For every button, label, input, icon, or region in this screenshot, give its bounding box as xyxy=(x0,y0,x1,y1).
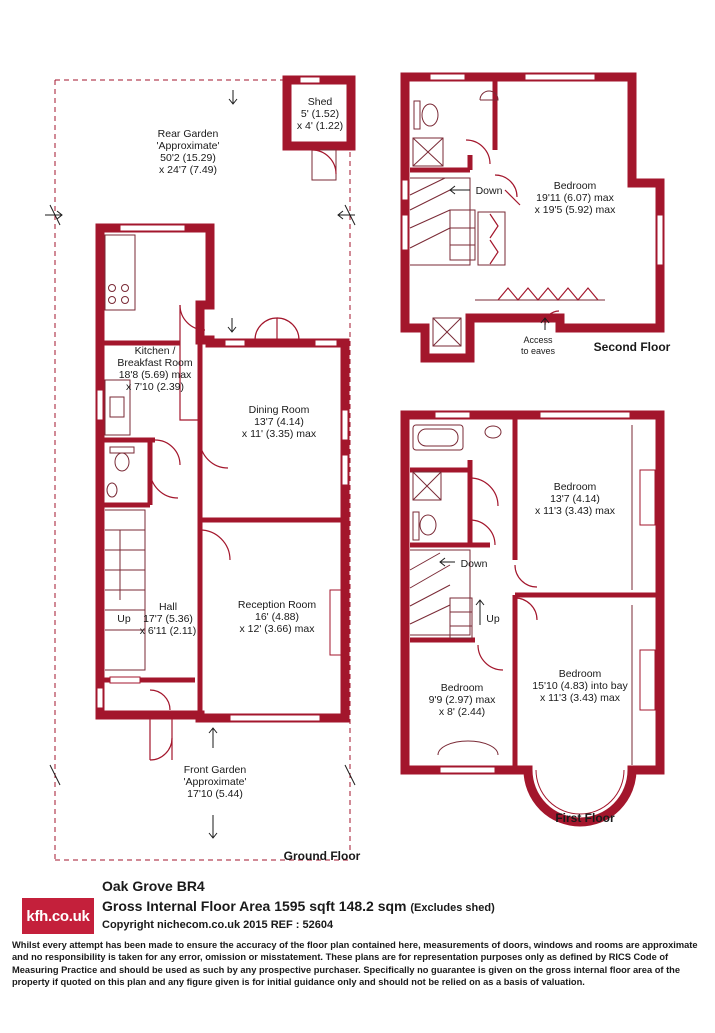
ff-down-label: Down xyxy=(461,558,488,570)
rear-garden-name: Rear Garden xyxy=(158,128,219,140)
dining-name: Dining Room xyxy=(249,404,310,416)
front-garden-dim1: 17'10 (5.44) xyxy=(187,788,243,800)
second-floor-plan xyxy=(400,72,665,363)
kitchen-name2: Breakfast Room xyxy=(117,357,193,369)
reception-dim2: x 12' (3.66) max xyxy=(240,623,316,635)
second-floor-label: Second Floor xyxy=(594,340,671,354)
first-floor-plan xyxy=(400,410,665,827)
reception-dim1: 16' (4.88) xyxy=(255,611,299,623)
reception-name: Reception Room xyxy=(238,599,316,611)
shed-dim2: x 4' (1.22) xyxy=(297,120,343,132)
ground-floor-plan xyxy=(45,75,356,861)
kitchen-name1: Kitchen / xyxy=(135,345,176,357)
copyright: Copyright nichecom.co.uk 2015 REF : 5260… xyxy=(102,919,334,931)
shed-dim1: 5' (1.52) xyxy=(301,108,339,120)
shed-name: Shed xyxy=(308,96,333,108)
kitchen-dim1: 18'8 (5.69) max xyxy=(119,369,192,381)
ff-bedroom-small-dim2: x 8' (2.44) xyxy=(439,706,485,718)
ff-bedroom-front-name: Bedroom xyxy=(559,668,602,680)
disclaimer: Whilst every attempt has been made to en… xyxy=(12,940,698,988)
front-garden-name: Front Garden xyxy=(184,764,247,776)
floor-plan: .w { fill:none; stroke:#a3162c; stroke-w… xyxy=(45,72,671,863)
rear-garden-note: 'Approximate' xyxy=(157,140,220,152)
ff-bedroom-rear-dim1: 13'7 (4.14) xyxy=(550,493,600,505)
sf-down-label: Down xyxy=(476,185,503,197)
hall-dim1: 17'7 (5.36) xyxy=(143,613,193,625)
rear-garden-dim2: x 24'7 (7.49) xyxy=(159,164,217,176)
sf-bedroom-name: Bedroom xyxy=(554,180,597,192)
hall-dim2: x 6'11 (2.11) xyxy=(140,625,196,637)
room-labels: Rear Garden 'Approximate' 50'2 (15.29) x… xyxy=(117,96,670,863)
dining-dim2: x 11' (3.35) max xyxy=(242,428,317,440)
sf-bedroom-dim2: x 19'5 (5.92) max xyxy=(535,204,617,216)
ff-bedroom-rear-name: Bedroom xyxy=(554,481,597,493)
rear-garden-dim1: 50'2 (15.29) xyxy=(160,152,216,164)
first-floor-label: First Floor xyxy=(555,811,615,825)
ff-bedroom-front-dim1: 15'10 (4.83) into bay xyxy=(532,680,628,692)
hall-up-label: Up xyxy=(117,613,131,625)
ff-bedroom-small-dim1: 9'9 (2.97) max xyxy=(429,694,497,706)
property-address: Oak Grove BR4 xyxy=(102,878,205,894)
floor-area-value: Gross Internal Floor Area 1595 sqft 148.… xyxy=(102,898,407,914)
ff-up-label: Up xyxy=(486,613,500,625)
brand-logo: kfh.co.uk xyxy=(22,898,94,934)
hall-name: Hall xyxy=(159,601,177,613)
ff-bedroom-rear-dim2: x 11'3 (3.43) max xyxy=(535,505,616,517)
access-label-1: Access xyxy=(523,335,553,345)
ff-bedroom-small-name: Bedroom xyxy=(441,682,484,694)
sf-bedroom-dim1: 19'11 (6.07) max xyxy=(536,192,614,204)
access-label-2: to eaves xyxy=(521,346,556,356)
ground-floor-label: Ground Floor xyxy=(284,849,361,863)
floor-area-note: (Excludes shed) xyxy=(410,902,495,914)
dining-dim1: 13'7 (4.14) xyxy=(254,416,304,428)
kitchen-dim2: x 7'10 (2.39) xyxy=(126,381,184,393)
floor-area: Gross Internal Floor Area 1595 sqft 148.… xyxy=(102,898,495,914)
front-garden-note: 'Approximate' xyxy=(184,776,247,788)
ff-bedroom-front-dim2: x 11'3 (3.43) max xyxy=(540,692,621,704)
